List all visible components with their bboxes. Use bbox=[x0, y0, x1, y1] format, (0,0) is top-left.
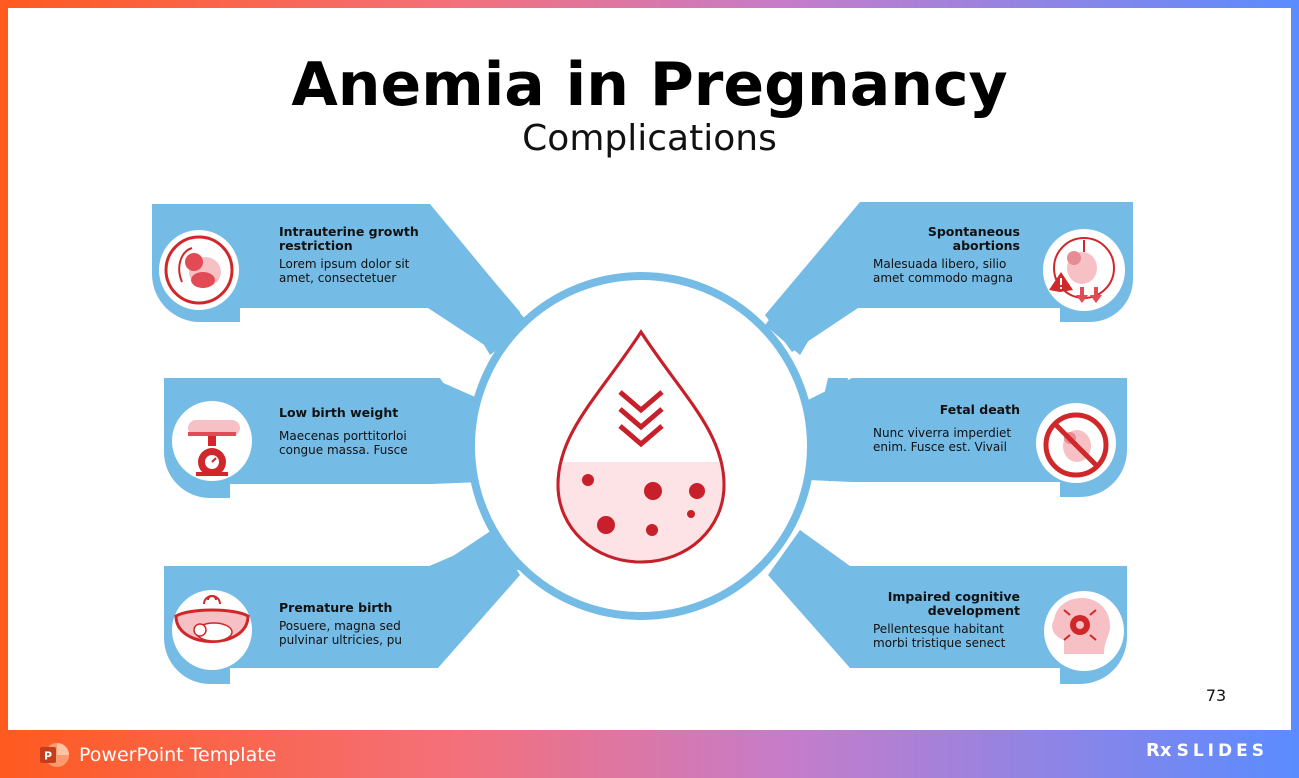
slide-subtitle: Complications bbox=[522, 118, 777, 159]
head-gear-icon bbox=[1052, 598, 1110, 654]
fetus-in-womb-icon bbox=[164, 235, 234, 305]
left-bars bbox=[152, 204, 520, 684]
baby-scale-icon bbox=[188, 420, 240, 476]
item-intrauterine-growth: Intrauterine growth restriction Lorem ip… bbox=[279, 224, 439, 286]
item-title-line2: development bbox=[927, 603, 1020, 618]
page-number: 73 bbox=[1205, 686, 1227, 705]
item-title: Premature birth bbox=[279, 600, 393, 615]
item-spontaneous-abortions: Spontaneous abortions Malesuada libero, … bbox=[860, 224, 1020, 286]
footer-label: PowerPoint Template bbox=[79, 744, 277, 766]
item-title-line2: abortions bbox=[952, 238, 1020, 253]
item-title: Intrauterine growth bbox=[279, 224, 419, 239]
item-title: Impaired cognitive bbox=[887, 589, 1020, 604]
item-title: Low birth weight bbox=[279, 405, 399, 420]
item-title: Spontaneous bbox=[927, 224, 1020, 239]
item-title-line2: restriction bbox=[279, 238, 353, 253]
fetus-prohibited-icon bbox=[1043, 412, 1109, 478]
brand-logo: Rx SLIDES bbox=[1146, 740, 1268, 761]
right-bars bbox=[765, 202, 1133, 684]
blood-drop-low-icon bbox=[556, 329, 726, 564]
item-impaired-cognitive: Impaired cognitive development Pellentes… bbox=[860, 589, 1020, 651]
slide-title: Anemia in Pregnancy bbox=[291, 50, 1008, 120]
powerpoint-icon: P bbox=[40, 743, 69, 767]
svg-text:P: P bbox=[44, 750, 52, 763]
fetus-warning-icon bbox=[1049, 237, 1115, 303]
item-title: Fetal death bbox=[939, 402, 1020, 417]
baby-in-incubator-icon bbox=[174, 595, 250, 643]
brand-prefix: Rx bbox=[1146, 740, 1172, 761]
brand-name: SLIDES bbox=[1176, 741, 1268, 761]
